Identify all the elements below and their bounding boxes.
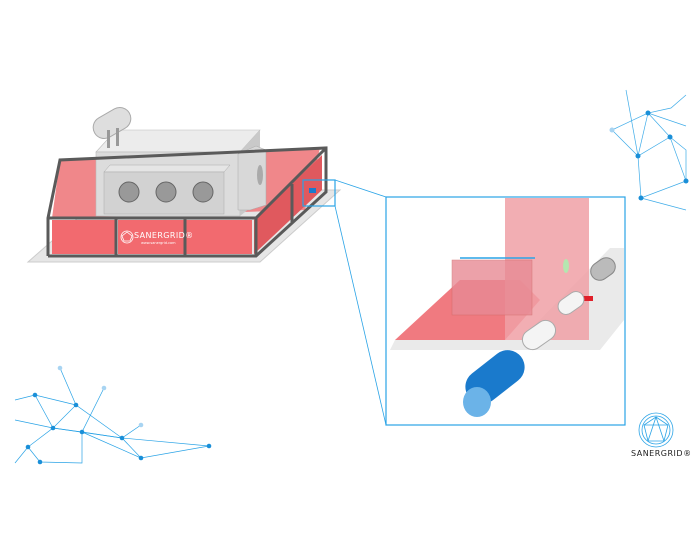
network-decoration-bottom-left <box>14 367 210 464</box>
banner-brand-text: SANERGRID® <box>134 231 194 240</box>
generator <box>92 107 267 217</box>
callout-line-top <box>334 179 387 198</box>
banner-url-text: www.sanergrid.com <box>141 241 176 245</box>
network-nodes-bottom-left <box>25 365 212 465</box>
frame <box>46 146 328 258</box>
brand-name: SANERGRID® <box>631 449 692 458</box>
network-decoration-top-right <box>611 89 687 211</box>
zoom-detail <box>390 198 624 417</box>
callout-line-bottom <box>334 205 387 426</box>
zoom-source-box <box>302 179 336 207</box>
network-nodes-top-right <box>609 110 689 201</box>
banner-logo-icon <box>120 230 134 244</box>
sanergrid-logo-icon <box>638 412 674 448</box>
